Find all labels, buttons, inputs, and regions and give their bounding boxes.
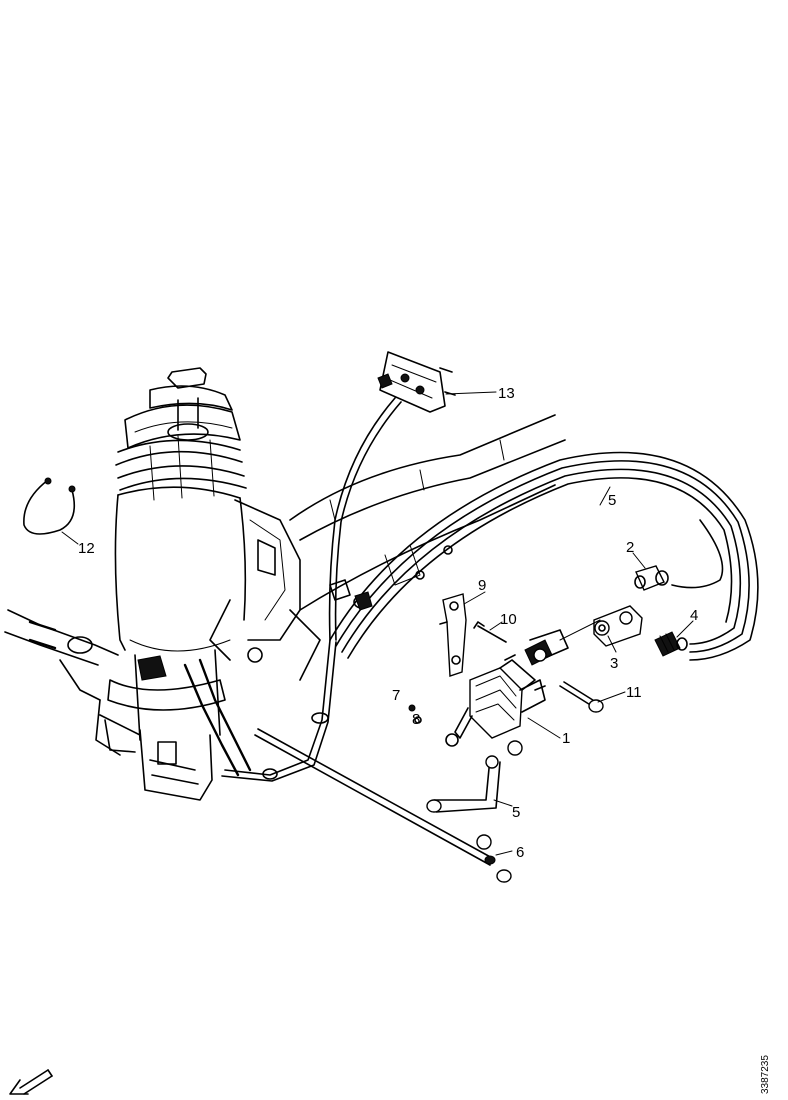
- washer-8: [414, 716, 422, 724]
- callout-9: 9: [478, 577, 486, 594]
- callout-5a: 5: [608, 492, 616, 509]
- screw-10: [473, 621, 507, 643]
- callout-2: 2: [626, 539, 634, 556]
- link-rod-6: [254, 728, 512, 883]
- frame-rail: [289, 414, 566, 681]
- leader-fitting-link: [559, 619, 601, 641]
- callout-3: 3: [610, 655, 618, 672]
- callout-1: 1: [562, 730, 570, 747]
- levelling-valve-1: [445, 629, 569, 747]
- pipe-bundle-5: [183, 451, 759, 782]
- valve-13: [377, 351, 456, 413]
- callout-10: 10: [500, 611, 517, 628]
- screw-11: [559, 681, 604, 713]
- leader-lines: [61, 391, 694, 856]
- callout-5b: 5: [512, 804, 520, 821]
- pipe-13: [328, 397, 402, 641]
- drawing-code: 3387235: [760, 1055, 771, 1094]
- fitting-4: [654, 631, 688, 657]
- arrow-down-left-icon: [9, 1069, 53, 1095]
- air-spring-assembly: [4, 367, 301, 801]
- callout-8: 8: [412, 711, 420, 728]
- fitting-2: [634, 565, 669, 591]
- link-arm-6: [426, 740, 523, 813]
- callouts: 1 2 3 4 5 5 6 7 8 9 10 11 12 13: [78, 385, 698, 861]
- callout-13: 13: [498, 385, 515, 402]
- fitting-3: [593, 605, 643, 647]
- bracket-9: [439, 593, 467, 677]
- callout-6: 6: [516, 844, 524, 861]
- callout-11: 11: [626, 684, 642, 701]
- callout-4: 4: [690, 607, 698, 624]
- nut-7: [408, 704, 416, 712]
- callout-12: 12: [78, 540, 95, 557]
- callout-7: 7: [392, 687, 400, 704]
- clip-12: [23, 477, 76, 535]
